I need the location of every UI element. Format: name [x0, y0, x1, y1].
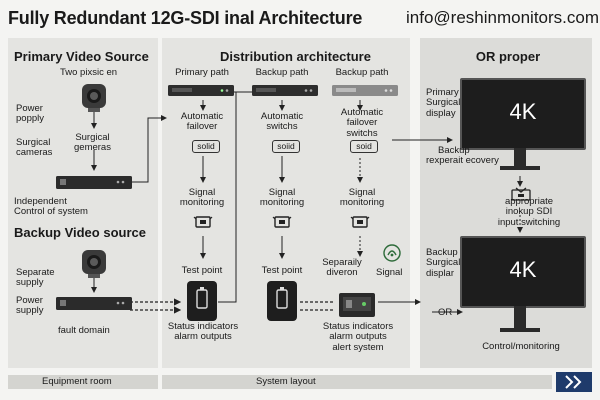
backup-source-title: Backup Video source: [14, 225, 146, 240]
contact-email[interactable]: info@reshinmonitors.com: [406, 8, 599, 27]
page-title: Fully Redundant 12G-SDI inal Architectur…: [8, 8, 363, 28]
col1-header: Primary path: [175, 67, 229, 78]
col1-badge: solid: [192, 140, 220, 154]
col1-test-point-label: Test point: [181, 265, 223, 276]
col2-header: Backup path: [255, 67, 309, 78]
primary-monitor-stand: [514, 148, 526, 166]
control-monitoring-label: Control/monitoring: [482, 341, 560, 352]
backup-display-monitor: 4K: [460, 236, 586, 308]
primary-source-title: Primary Video Source: [14, 49, 149, 64]
or-label: OR: [438, 307, 453, 318]
signal-icon: [383, 244, 401, 262]
col2-test-point-label: Test point: [261, 265, 303, 276]
col3-header: Backup path: [335, 67, 389, 78]
col3-monitor-icon: [350, 216, 370, 228]
col2-monitor-icon: [272, 216, 292, 228]
footer-equipment-room: Equipment room: [8, 375, 158, 389]
primary-router-icon: [168, 85, 234, 96]
col3-badge: soid: [350, 140, 378, 154]
primary-camera-icon: [82, 84, 106, 112]
fault-domain-label: fault domain: [58, 325, 110, 336]
alarm-unit-icon: [339, 293, 375, 317]
col2-battery-icon: [267, 281, 297, 321]
distribution-title: Distribution architecture: [220, 49, 371, 64]
backup-encoder-icon: [56, 297, 132, 310]
primary-source-subtitle: Two pixsic en: [60, 67, 118, 78]
backup-monitor-stand: [514, 306, 526, 328]
primary-monitor-base: [500, 166, 540, 170]
backup-camera-icon: [82, 250, 106, 278]
col2-badge: soiid: [272, 140, 300, 154]
col1-battery-icon: [187, 281, 217, 321]
primary-display-monitor: 4K: [460, 78, 586, 150]
col3-signal-label: Signal: [376, 267, 403, 278]
footer-next-button[interactable]: [556, 372, 592, 392]
chevron-right-icon: [565, 375, 582, 389]
or-proper-title: OR proper: [475, 49, 541, 64]
col1-monitor-icon: [193, 216, 213, 228]
backup-router-2-icon: [332, 85, 398, 96]
primary-encoder-icon: [56, 176, 132, 189]
backup-monitor-base: [500, 328, 540, 332]
switch-icon: [511, 187, 531, 201]
primary-display-text: 4K: [509, 99, 537, 124]
backup-router-icon: [252, 85, 318, 96]
backup-display-text: 4K: [509, 257, 537, 282]
footer-system-layout: System layout: [162, 375, 552, 389]
